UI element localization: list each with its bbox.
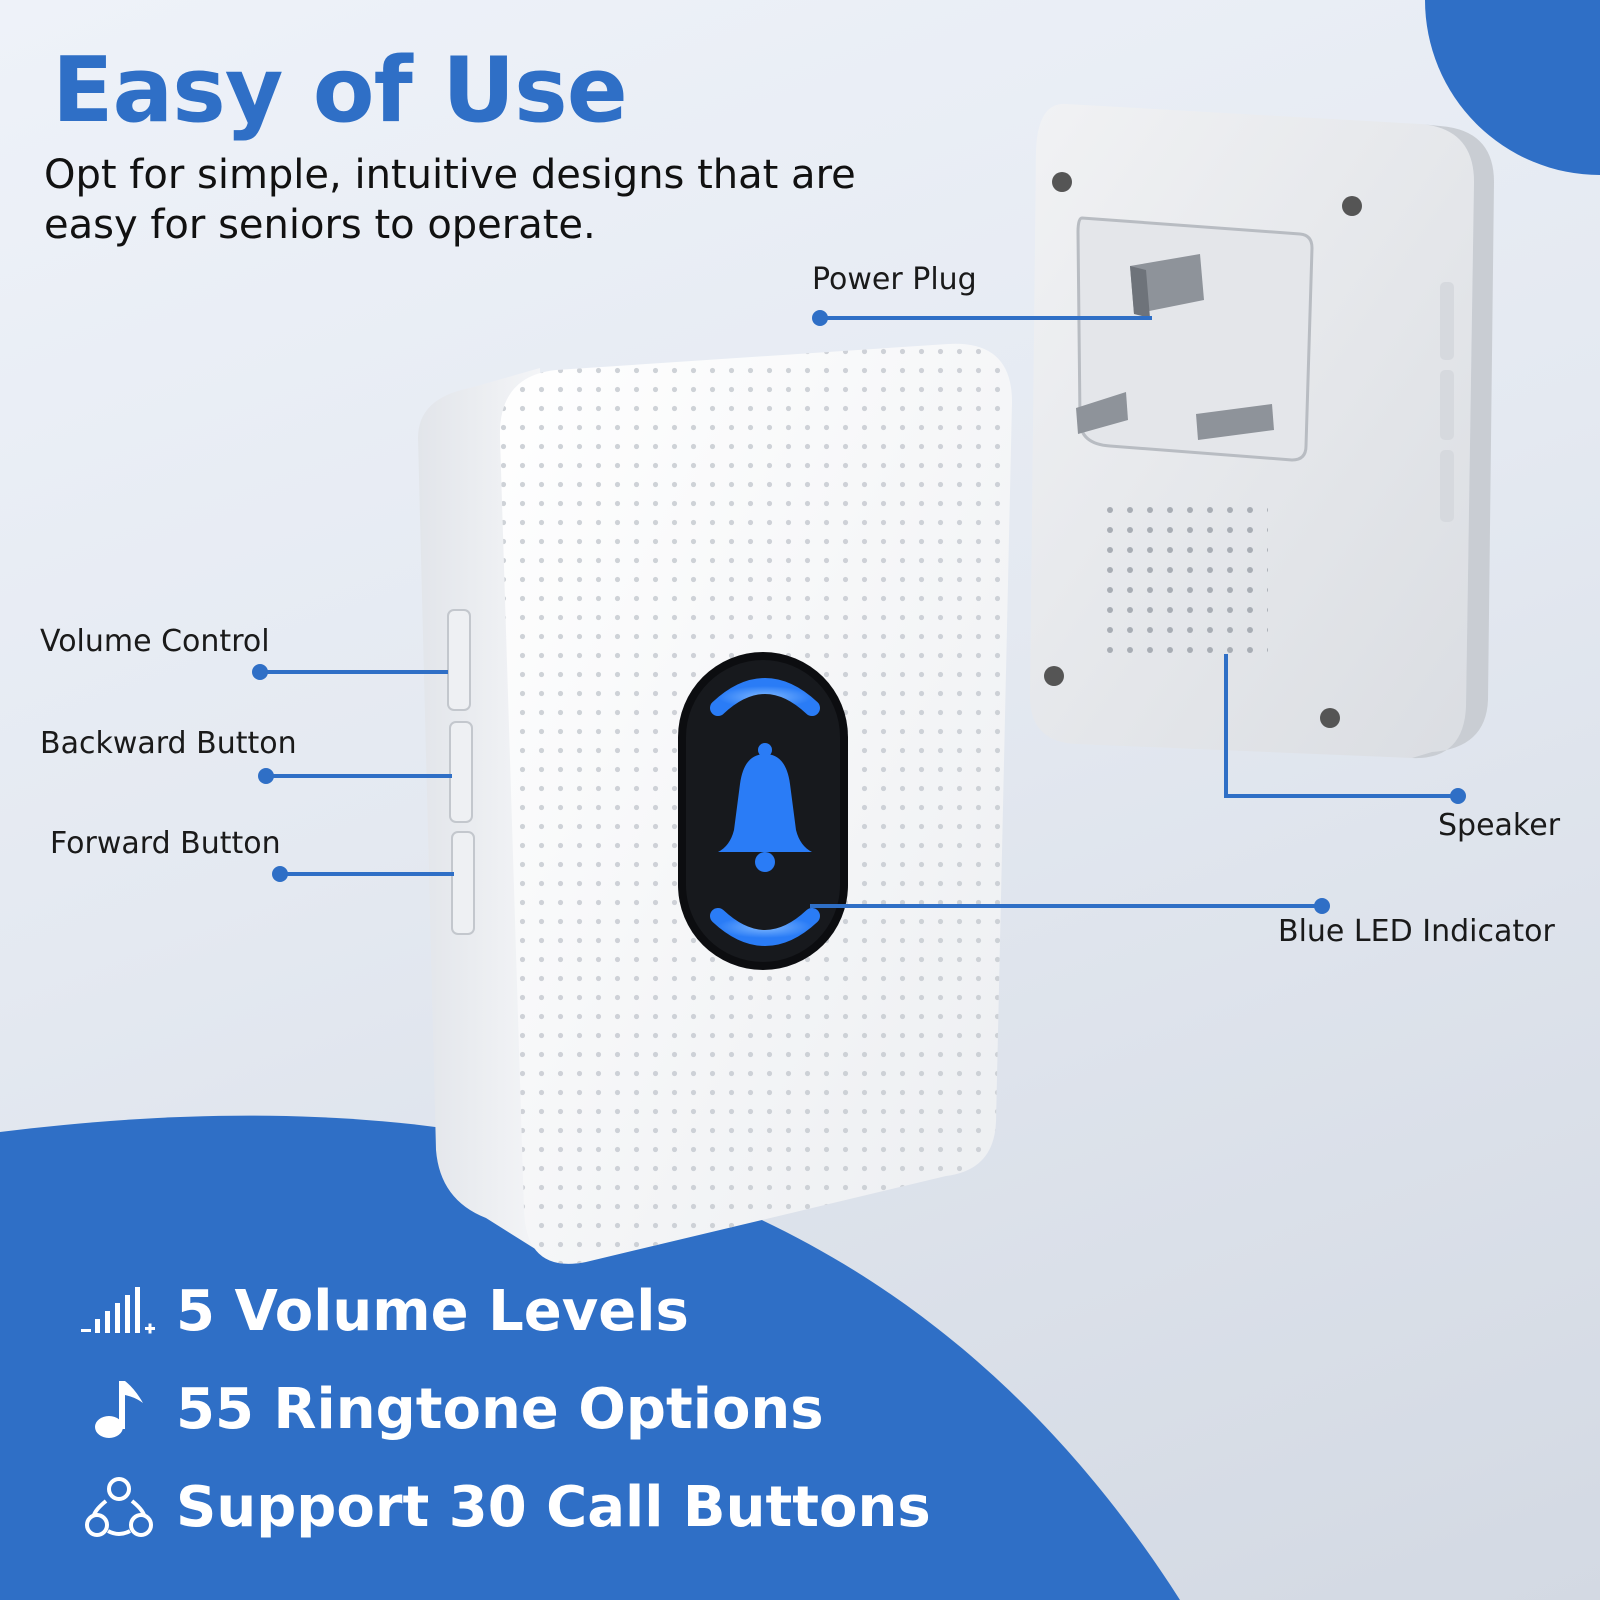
feature-item: Support 30 Call Buttons: [64, 1458, 931, 1556]
volume-bars-icon: [64, 1276, 174, 1346]
callout-power-plug: Power Plug: [812, 262, 977, 297]
callout-backward-button: Backward Button: [40, 726, 297, 761]
feature-text: Support 30 Call Buttons: [176, 1474, 931, 1540]
backward-button-shape: [449, 721, 473, 823]
bottom-blue-wave: [0, 1115, 1180, 1600]
callout-forward-button: Forward Button: [50, 826, 281, 861]
corner-circle-decoration: [1425, 0, 1600, 175]
callout-lines: [260, 316, 1458, 908]
callout-dots: [252, 310, 1466, 914]
music-note-icon: [64, 1374, 174, 1444]
rear-unit: [1030, 103, 1494, 759]
network-nodes-icon: [64, 1472, 174, 1542]
front-unit: [418, 343, 1012, 1264]
callout-volume-control: Volume Control: [40, 624, 270, 659]
feature-text: 55 Ringtone Options: [176, 1376, 824, 1442]
feature-list: 5 Volume Levels 55 Ringtone Options: [64, 1262, 931, 1556]
bell-call-button: [678, 652, 848, 970]
volume-button-shape: [447, 609, 471, 711]
page-title: Easy of Use: [52, 38, 628, 143]
led-bottom-arc: [710, 908, 820, 946]
forward-button-shape: [451, 831, 475, 935]
feature-item: 5 Volume Levels: [64, 1262, 931, 1360]
callout-blue-led: Blue LED Indicator: [1278, 914, 1555, 949]
led-top-arc: [710, 678, 820, 716]
feature-item: 55 Ringtone Options: [64, 1360, 931, 1458]
callout-speaker: Speaker: [1438, 808, 1561, 843]
bell-icon: [718, 743, 812, 872]
feature-text: 5 Volume Levels: [176, 1278, 689, 1344]
page-subtitle: Opt for simple, intuitive designs that a…: [44, 152, 856, 248]
